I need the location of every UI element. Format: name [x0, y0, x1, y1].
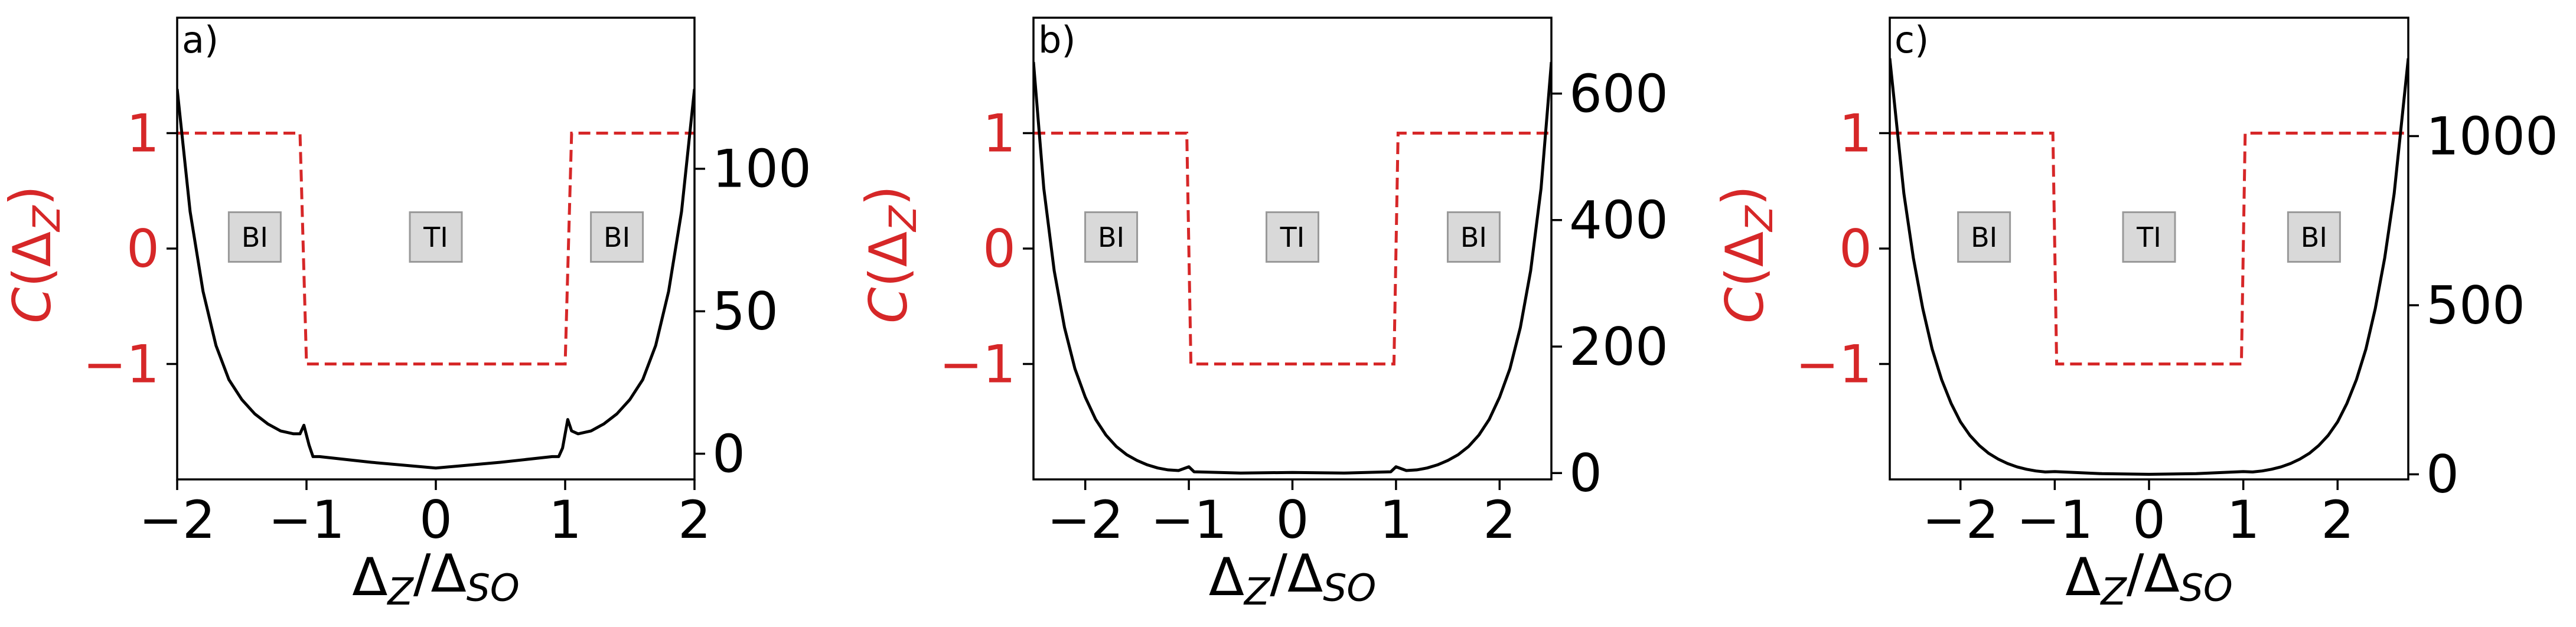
region-box-bi: [1957, 211, 2011, 263]
x-tick-label: −2: [139, 489, 216, 550]
x-tick-label: −2: [1047, 489, 1124, 550]
region-label: TI: [2136, 221, 2161, 253]
region-label: BI: [1098, 221, 1124, 253]
panel-label: b): [1038, 18, 1076, 61]
panel-c: BITIBI−2−1012−10105001000c)C(ΔZ​)ΔZ​/ΔSO…: [1711, 17, 2558, 613]
panel-b: BI TI BI −2 −1 0 1 2 −1 0 1 0 200 400 600 b) C(ΔZ​) ΔZ​/Δ…: [855, 17, 1668, 613]
region-label: BI: [242, 221, 268, 253]
x-tick-label: −1: [268, 489, 345, 550]
region-box-bi: [1084, 211, 1139, 263]
right-y-tick-label: 600: [1569, 63, 1668, 124]
region-label: BI: [1460, 221, 1487, 253]
x-tick-label: 2: [678, 489, 711, 550]
left-y-tick-label: 0: [983, 218, 1016, 279]
left-y-tick-label: −1: [1795, 334, 1872, 394]
left-y-tick-label: −1: [939, 334, 1016, 394]
x-tick-label: 1: [2227, 489, 2260, 550]
left-y-tick-label: 1: [983, 103, 1016, 164]
left-y-axis-label: C(ΔZ​): [1711, 185, 1781, 324]
x-tick-label: 0: [1276, 489, 1309, 550]
left-y-tick-label: −1: [83, 334, 159, 394]
x-tick-label: −2: [1922, 489, 1999, 550]
right-y-tick-label: 500: [2426, 275, 2525, 336]
chern-number-line: [1033, 132, 1551, 365]
region-box-bi: [590, 211, 644, 263]
region-label: BI: [2301, 221, 2327, 253]
right-y-tick-label: 1000: [2426, 106, 2558, 166]
panel-label: a): [182, 18, 219, 61]
region-label: TI: [1280, 221, 1305, 253]
x-tick-label: 2: [1483, 489, 1516, 550]
x-axis-label: ΔZ​/ΔSO​: [352, 543, 520, 613]
region-label: BI: [1971, 221, 1997, 253]
x-tick-label: 0: [2132, 489, 2166, 550]
left-y-axis-label: C(ΔZ​): [0, 185, 69, 324]
x-tick-label: 2: [2321, 489, 2354, 550]
right-y-tick-label: 100: [712, 139, 811, 200]
x-tick-label: 1: [549, 489, 582, 550]
x-tick-label: 0: [419, 489, 452, 550]
region-label: TI: [423, 221, 448, 253]
panel-label: c): [1894, 18, 1929, 61]
x-axis-label: ΔZ​/ΔSO​: [1209, 543, 1377, 613]
curve-line: [1890, 58, 2408, 476]
left-y-axis-label: C(ΔZ​): [855, 185, 925, 324]
right-y-tick-label: 0: [2426, 444, 2459, 505]
region-box-ti: [2122, 211, 2176, 263]
region-box-bi: [2287, 211, 2341, 263]
x-axis-label: ΔZ​/ΔSO​: [2065, 543, 2233, 613]
left-y-tick-label: 0: [126, 218, 159, 279]
left-y-tick-label: 0: [1839, 218, 1872, 279]
right-y-tick-label: 50: [712, 281, 778, 342]
right-y-tick-label: 200: [1569, 316, 1668, 377]
x-tick-label: 1: [1380, 489, 1413, 550]
panel-a: BI TI BI −2 −1 0 1 2 −1 0 1 0 50 100 a) C(ΔZ​) ΔZ​/ΔSO​: [0, 17, 811, 613]
region-label: BI: [604, 221, 630, 253]
x-tick-label: −1: [2016, 489, 2093, 550]
region-box-bi: [1446, 211, 1501, 263]
region-box-ti: [409, 211, 463, 263]
chern-number-line: [177, 132, 694, 365]
right-y-tick-label: 0: [712, 423, 745, 484]
region-box-ti: [1266, 211, 1319, 263]
chern-number-line: [1890, 132, 2408, 365]
region-box-bi: [227, 211, 282, 263]
left-y-tick-label: 1: [126, 103, 159, 164]
curve-line: [177, 89, 694, 470]
right-y-tick-label: 0: [1569, 443, 1602, 504]
right-y-tick-label: 400: [1569, 190, 1668, 251]
curve-line: [1033, 61, 1551, 475]
left-y-tick-label: 1: [1839, 103, 1872, 164]
x-tick-label: −1: [1150, 489, 1227, 550]
